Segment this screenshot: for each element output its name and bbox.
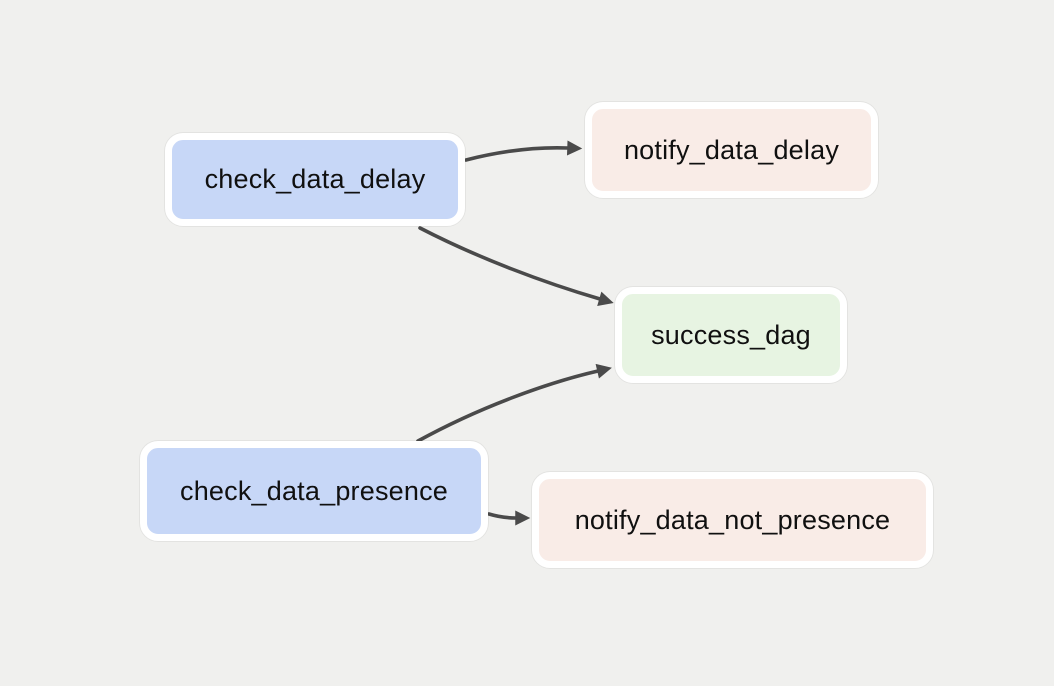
node-label: notify_data_delay [623,134,840,165]
node-success_dag[interactable]: success_dag [615,287,847,383]
node-check_data_delay[interactable]: check_data_delay [165,133,465,226]
node-check_data_presence[interactable]: check_data_presence [140,441,488,541]
node-notify_data_not_presence[interactable]: notify_data_not_presence [532,472,933,568]
edge-check_data_presence-to-success_dag [416,363,612,443]
node-notify_data_delay[interactable]: notify_data_delay [585,102,878,198]
node-label: check_data_presence [180,475,448,506]
edge-check_data_delay-to-success_dag [418,226,614,306]
node-label: success_dag [651,319,811,350]
edge-check_data_presence-to-notify_data_not_presence [487,510,531,526]
node-label: notify_data_not_presence [574,504,891,535]
edge-check_data_delay-to-notify_data_delay [464,140,583,162]
node-label: check_data_delay [204,164,426,194]
